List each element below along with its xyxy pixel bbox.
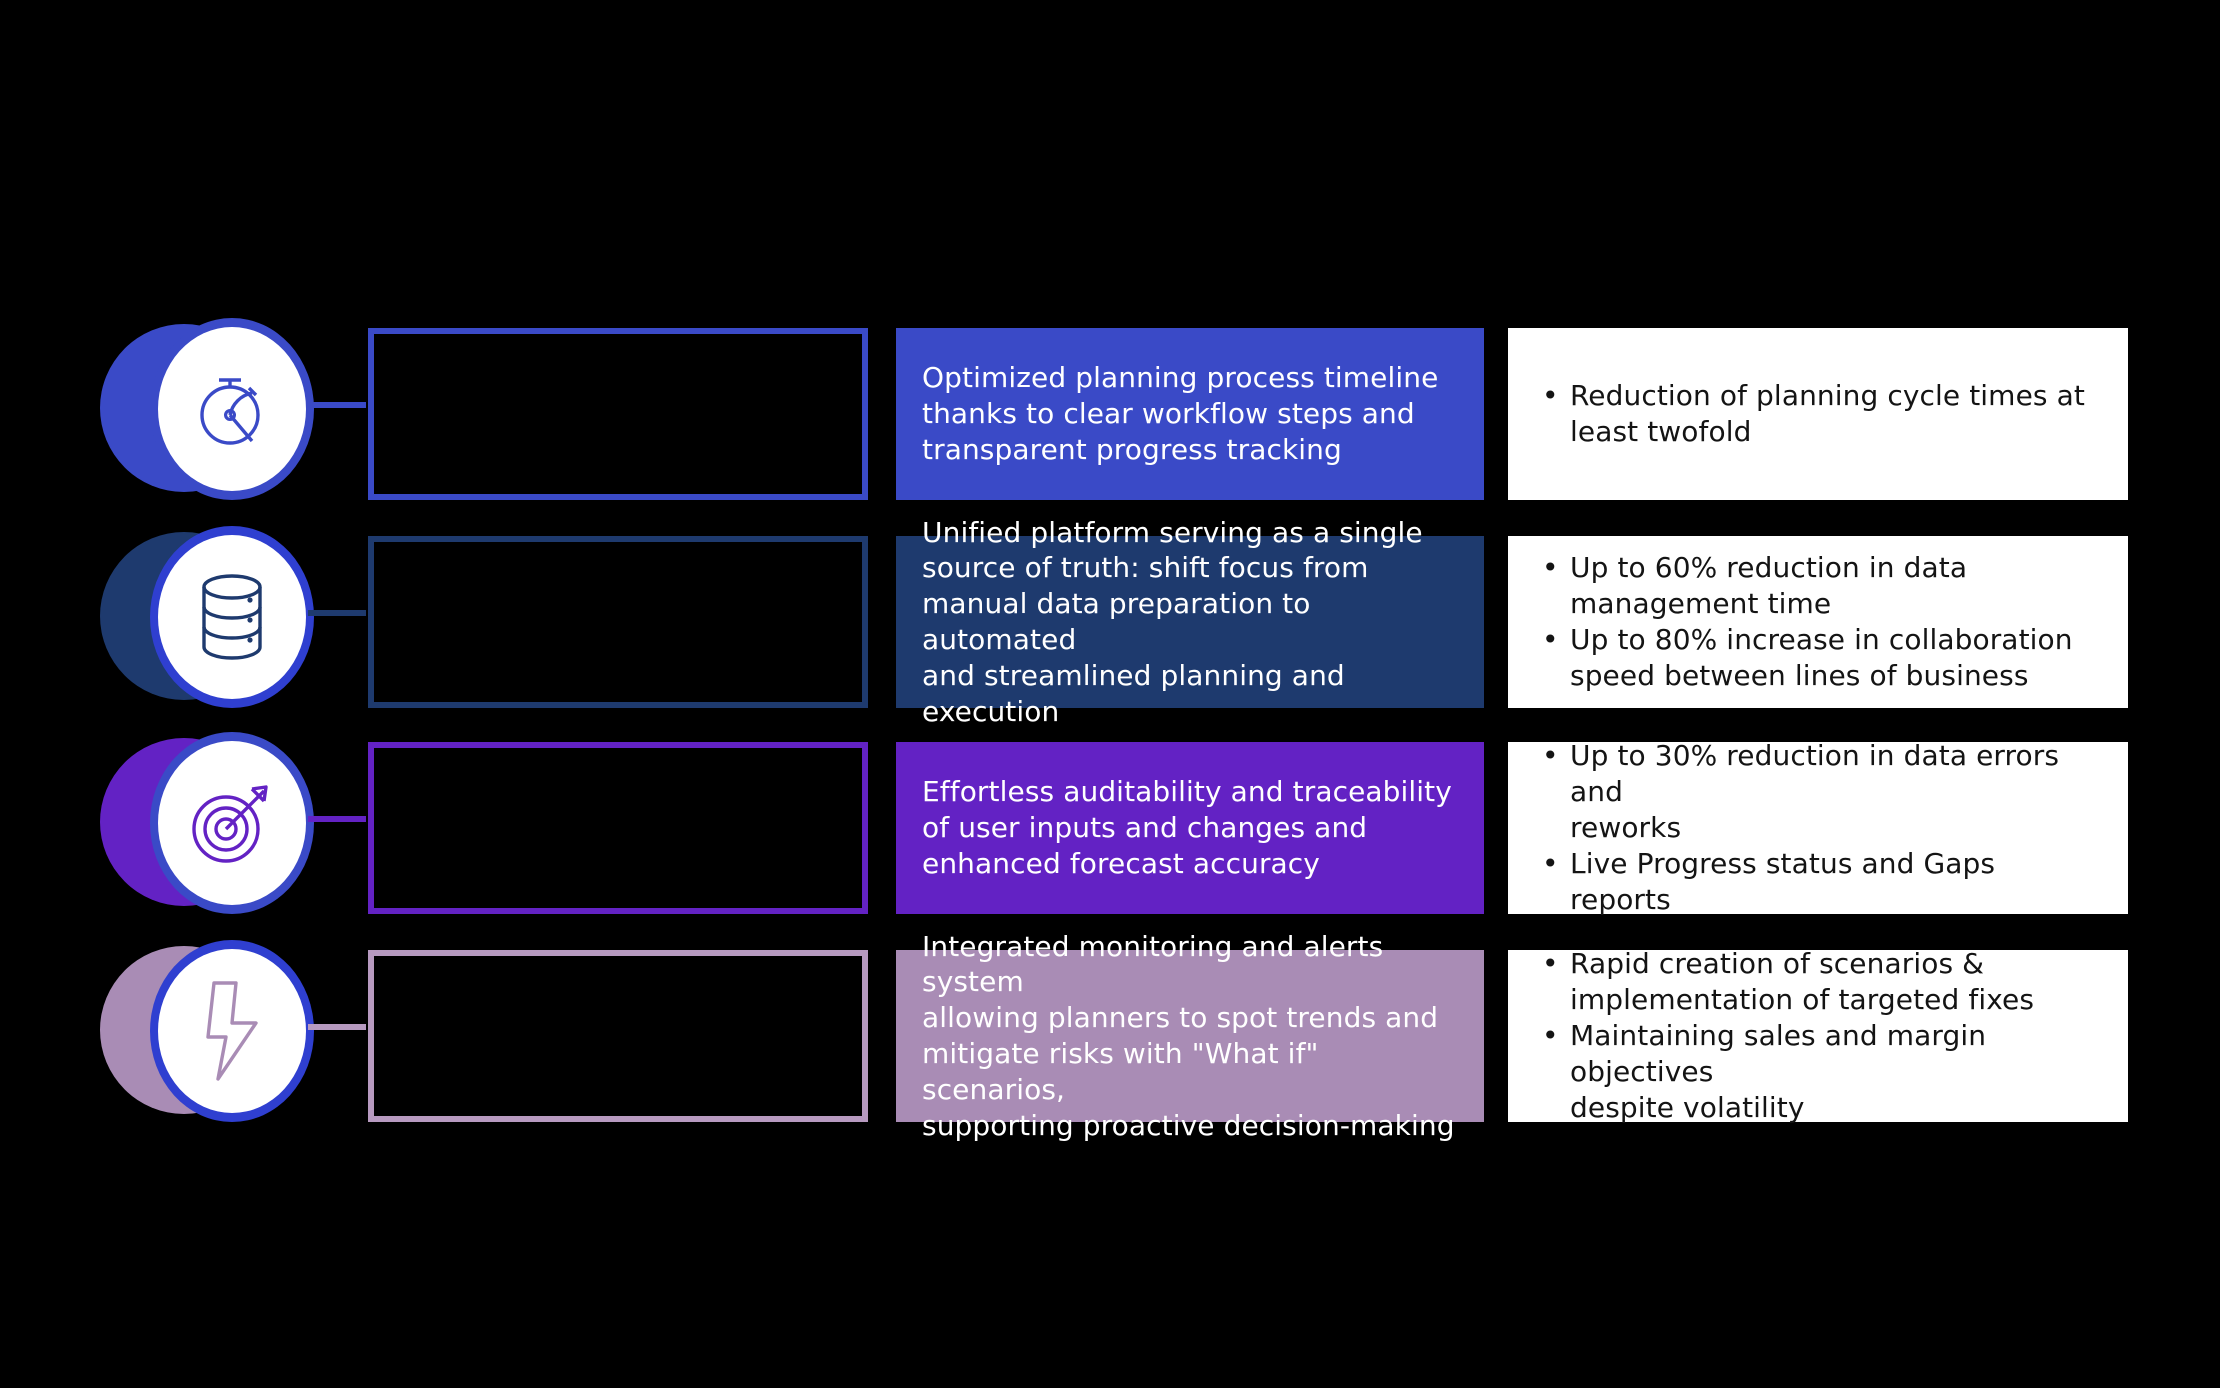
- icon-cluster: [100, 526, 366, 718]
- outcomes-card: • Rapid creation of scenarios & implement…: [1508, 947, 2128, 1124]
- description-panel: Integrated monitoring and alerts system …: [896, 930, 1484, 1142]
- outcome-text: Up to 30% reduction in data errors and r…: [1570, 739, 2060, 845]
- outlined-placeholder-box: [368, 328, 868, 500]
- outcome-text: Rapid creation of scenarios & implementa…: [1570, 947, 2035, 1017]
- outlined-placeholder-box: [368, 536, 868, 708]
- outcome-item: • Maintaining sales and margin objectives…: [1534, 1018, 2102, 1125]
- bullet-icon: •: [1542, 947, 1559, 981]
- outcome-item: • Up to 30% reduction in data errors and …: [1534, 738, 2102, 845]
- icon-ring-circle: [150, 526, 314, 708]
- description-text: Unified platform serving as a single sou…: [922, 515, 1423, 728]
- benefit-row: Effortless auditability and traceability…: [0, 732, 2220, 916]
- outlined-placeholder-box: [368, 742, 868, 914]
- connector-line: [308, 816, 366, 822]
- outcome-text: Reduction of planning cycle times at lea…: [1570, 379, 2085, 448]
- benefit-row: Optimized planning process timeline than…: [0, 318, 2220, 500]
- outcome-text: Live Progress status and Gaps reports: [1570, 846, 1996, 916]
- outcome-item: • Rapid creation of scenarios & implement…: [1534, 946, 2102, 1018]
- outcomes-card: • Reduction of planning cycle times at le…: [1508, 328, 2128, 500]
- connector-line: [308, 1024, 366, 1030]
- benefit-row: Integrated monitoring and alerts system …: [0, 930, 2220, 1142]
- bullet-icon: •: [1542, 623, 1559, 656]
- lightning-bolt-icon: [158, 949, 306, 1113]
- outlined-placeholder-box: [368, 950, 868, 1122]
- outcome-item: • Up to 60% reduction in data management …: [1534, 550, 2102, 622]
- stopwatch-icon: [158, 327, 306, 491]
- target-bullseye-icon: [158, 741, 306, 905]
- description-panel: Optimized planning process timeline than…: [896, 328, 1484, 500]
- bullet-icon: •: [1542, 739, 1559, 773]
- bullet-icon: •: [1542, 1019, 1559, 1053]
- connector-line: [308, 402, 366, 408]
- icon-ring-circle: [150, 318, 314, 500]
- outcome-text: Up to 80% increase in collaboration spee…: [1570, 623, 2073, 692]
- icon-cluster: [100, 940, 366, 1132]
- description-text: Effortless auditability and traceability…: [922, 775, 1452, 880]
- outcomes-list: • Reduction of planning cycle times at le…: [1534, 378, 2102, 450]
- icon-ring-circle: [150, 940, 314, 1122]
- description-panel: Unified platform serving as a single sou…: [896, 516, 1484, 728]
- outcomes-card: • Up to 30% reduction in data errors and …: [1508, 739, 2128, 916]
- outcomes-card: • Up to 60% reduction in data management …: [1508, 536, 2128, 708]
- outcome-text: Maintaining sales and margin objectives …: [1570, 1019, 1987, 1124]
- outcome-item: • Live Progress status and Gaps reports: [1534, 846, 2102, 918]
- bullet-icon: •: [1542, 551, 1559, 585]
- description-panel: Effortless auditability and traceability…: [896, 742, 1484, 914]
- outcomes-list: • Rapid creation of scenarios & implement…: [1534, 946, 2102, 1125]
- icon-ring-circle: [150, 732, 314, 914]
- bullet-icon: •: [1542, 846, 1559, 880]
- outcomes-list: • Up to 30% reduction in data errors and …: [1534, 738, 2102, 917]
- connector-line: [308, 610, 366, 616]
- benefit-row: Unified platform serving as a single sou…: [0, 516, 2220, 728]
- outcome-text: Up to 60% reduction in data management t…: [1570, 551, 1968, 621]
- icon-cluster: [100, 732, 366, 924]
- outcome-item: • Up to 80% increase in collaboration spe…: [1534, 622, 2102, 694]
- database-icon: [158, 535, 306, 699]
- outcomes-list: • Up to 60% reduction in data management …: [1534, 550, 2102, 693]
- bullet-icon: •: [1542, 379, 1559, 413]
- outcome-item: • Reduction of planning cycle times at le…: [1534, 378, 2102, 450]
- description-text: Integrated monitoring and alerts system …: [922, 929, 1455, 1142]
- description-text: Optimized planning process timeline than…: [922, 361, 1439, 466]
- icon-cluster: [100, 318, 366, 510]
